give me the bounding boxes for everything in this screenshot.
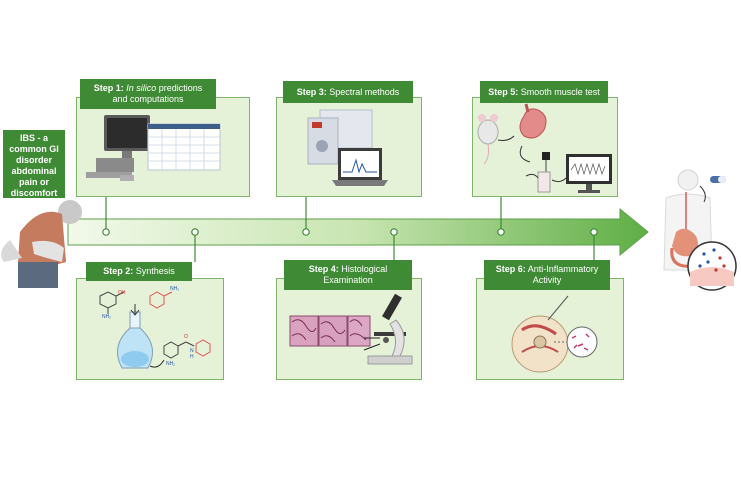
tissue-image	[289, 315, 319, 347]
step1-title: Step 1: In silico predictions and comput…	[80, 79, 216, 109]
computer-icon	[86, 115, 150, 181]
timeline-node	[497, 228, 505, 236]
step6-title: Step 6: Anti-Inflammatory Activity	[484, 260, 610, 290]
pointer-line	[363, 337, 381, 351]
organ-bath-icon	[519, 145, 551, 193]
step4-title: Step 4: Histological Examination	[284, 260, 412, 290]
petri-dish-icon	[511, 295, 569, 373]
mouse-icon	[477, 114, 499, 165]
label-h: H	[190, 354, 194, 360]
product-molecule-icon	[163, 339, 211, 359]
arrow-down-icon	[130, 304, 140, 316]
ibs-label: IBS - a common GI disorder abdominal pai…	[3, 130, 65, 198]
timeline-node	[302, 228, 310, 236]
stomach-icon	[519, 103, 547, 139]
label-oh: OH	[118, 290, 126, 296]
laptop-icon	[332, 148, 388, 186]
microscope-icon	[367, 293, 413, 365]
molecule-icon	[149, 291, 173, 309]
curved-arrow-icon	[149, 359, 165, 368]
label-o: O	[184, 334, 188, 340]
molecule-icon	[99, 291, 125, 314]
spectrometer-icon	[307, 109, 373, 165]
step5-title: Step 5: Smooth muscle test	[480, 81, 608, 103]
timeline-node	[390, 228, 398, 236]
timeline-arrow	[67, 207, 649, 257]
label-nh2: NH₂	[170, 286, 179, 292]
arrow-icon	[551, 177, 567, 183]
timeline-node	[590, 228, 598, 236]
label-n: N	[190, 348, 194, 354]
patient-icon	[1, 200, 82, 288]
timeline-node	[191, 228, 199, 236]
tissue-image	[318, 315, 348, 347]
flask-icon	[117, 311, 153, 369]
step3-title: Step 3: Spectral methods	[283, 81, 413, 103]
tissue-image	[347, 315, 371, 347]
arrow-icon	[497, 135, 515, 141]
step2-title: Step 2: Synthesis	[86, 262, 192, 281]
bacteria-zoom-icon	[554, 326, 598, 358]
gut-zoom-icon	[687, 241, 737, 291]
timeline-node	[102, 228, 110, 236]
label-nh2: NH₂	[166, 361, 175, 367]
data-table-icon	[147, 123, 221, 171]
pill-icon	[710, 176, 726, 183]
monitor-icon	[566, 154, 612, 193]
arrow-icon	[699, 185, 706, 203]
label-nh2: NH₂	[102, 314, 111, 320]
